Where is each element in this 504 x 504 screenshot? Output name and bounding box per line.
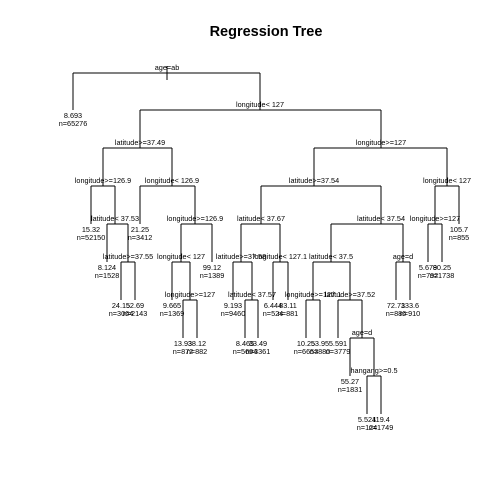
split-label-n_lat3755: latitude>=37.55: [103, 252, 153, 261]
leaf-count-L3: n=1528: [95, 271, 120, 280]
tree-edges: [72, 66, 460, 414]
leaf-value-L26: 105.7: [450, 225, 468, 234]
leaf-value-L20: 5.524: [358, 415, 376, 424]
split-label-n_lon127c: longitude< 127: [423, 176, 471, 185]
split-label-n_lon1271a: longitude< 127.1: [253, 252, 307, 261]
leaf-count-L4: n=3064: [109, 309, 134, 318]
leaf-value-L18: 5.591: [329, 339, 347, 348]
leaf-value-L21: 119.4: [372, 415, 390, 424]
leaf-count-L9: n=882: [187, 347, 208, 356]
leaf-value-L4: 24.15: [112, 301, 130, 310]
leaf-count-L16: n=6653: [294, 347, 319, 356]
leaf-value-L3: 8.124: [98, 263, 116, 272]
split-label-n_lat3758: latitude>=37.58: [216, 252, 266, 261]
leaf-count-L18: n=3779: [326, 347, 351, 356]
leaf-count-L7: n=1369: [160, 309, 185, 318]
leaf-count-L13: n=3361: [246, 347, 271, 356]
leaf-value-L16: 10.25: [297, 339, 315, 348]
split-label-n_lon127b: longitude>=127: [356, 138, 406, 147]
leaf-value-L8: 13.93: [174, 339, 192, 348]
leaf-value-L12: 8.465: [236, 339, 254, 348]
tree-labels: age=ab longitude< 127 latitude>=37.49 longi…: [59, 63, 471, 432]
leaf-count-L19: n=1831: [338, 385, 363, 394]
leaf-count-L2: n=52150: [77, 233, 106, 242]
split-label-n_lon1269b: longitude< 126.9: [145, 176, 199, 185]
leaf-count-L11: n=9460: [221, 309, 246, 318]
leaf-value-L6: 21.25: [131, 225, 149, 234]
split-label-n_lon127f: longitude>=127: [165, 290, 215, 299]
leaf-value-L22: 72.73: [387, 301, 405, 310]
leaf-count-L23: n=910: [400, 309, 421, 318]
split-label-n_lat3753: latitude< 37.53: [91, 214, 139, 223]
leaf-value-L1: 8.693: [64, 111, 82, 120]
split-label-n_lon1269c: longitude>=126.9: [167, 214, 223, 223]
leaf-count-L25: n=1738: [430, 271, 455, 280]
leaf-count-L8: n=872: [173, 347, 194, 356]
split-label-n_lon127e: longitude< 127: [157, 252, 205, 261]
leaf-count-L24: n=792: [418, 271, 439, 280]
split-label-n_lat3754a: latitude>=37.54: [289, 176, 339, 185]
split-label-n_aged2: age=d: [352, 328, 373, 337]
split-label-n_hangang: hangang>=0.5: [350, 366, 397, 375]
leaf-value-L9: 38.12: [188, 339, 206, 348]
leaf-count-L14: n=524: [263, 309, 284, 318]
leaf-count-L1: n=65276: [59, 119, 88, 128]
split-label-n_lat3767: latitude< 37.67: [237, 214, 285, 223]
split-label-n_lat3749: latitude>=37.49: [115, 138, 165, 147]
split-label-n_lon1269a: longitude>=126.9: [75, 176, 131, 185]
leaf-value-L14: 6.444: [264, 301, 282, 310]
leaf-count-L15: n=881: [278, 309, 299, 318]
leaf-value-L2: 15.32: [82, 225, 100, 234]
split-label-n_aged1: age=d: [393, 252, 414, 261]
leaf-count-L6: n=3412: [128, 233, 153, 242]
leaf-value-L23: 133.6: [401, 301, 419, 310]
leaf-value-L19: 55.27: [341, 377, 359, 386]
split-label-n_lon127: longitude< 127: [236, 100, 284, 109]
split-label-n_lat3757: latitude< 37.57: [228, 290, 276, 299]
leaf-count-L26: n=855: [449, 233, 470, 242]
leaf-value-L25: 80.25: [433, 263, 451, 272]
split-label-n_lon127d: longitude>=127: [410, 214, 460, 223]
leaf-value-L7: 9.665: [163, 301, 181, 310]
leaf-value-L17: 53.95: [311, 339, 329, 348]
leaf-value-L13: 33.49: [249, 339, 267, 348]
split-label-n_lat375: latitude< 37.5: [309, 252, 353, 261]
split-label-n_lat3754b: latitude< 37.54: [357, 214, 405, 223]
leaf-value-L15: 83.11: [279, 301, 297, 310]
split-label-n_lon1271b: longitude>=127.1: [285, 290, 341, 299]
leaf-count-L22: n=886: [386, 309, 407, 318]
leaf-value-L5: 52.69: [126, 301, 144, 310]
leaf-count-L10: n=1389: [200, 271, 225, 280]
leaf-count-L20: n=124: [357, 423, 378, 432]
leaf-count-L5: n=2143: [123, 309, 148, 318]
leaf-count-L17: n=880: [310, 347, 331, 356]
leaf-count-L21: n=1749: [369, 423, 394, 432]
figure-title: Regression Tree: [210, 24, 323, 40]
split-label-root: age=ab: [155, 63, 180, 72]
leaf-value-L24: 5.679: [419, 263, 437, 272]
leaf-value-L11: 9.193: [224, 301, 242, 310]
leaf-count-L12: n=5694: [233, 347, 258, 356]
split-label-n_lat3752: latitude>=37.52: [325, 290, 375, 299]
leaf-value-L10: 99.12: [203, 263, 221, 272]
